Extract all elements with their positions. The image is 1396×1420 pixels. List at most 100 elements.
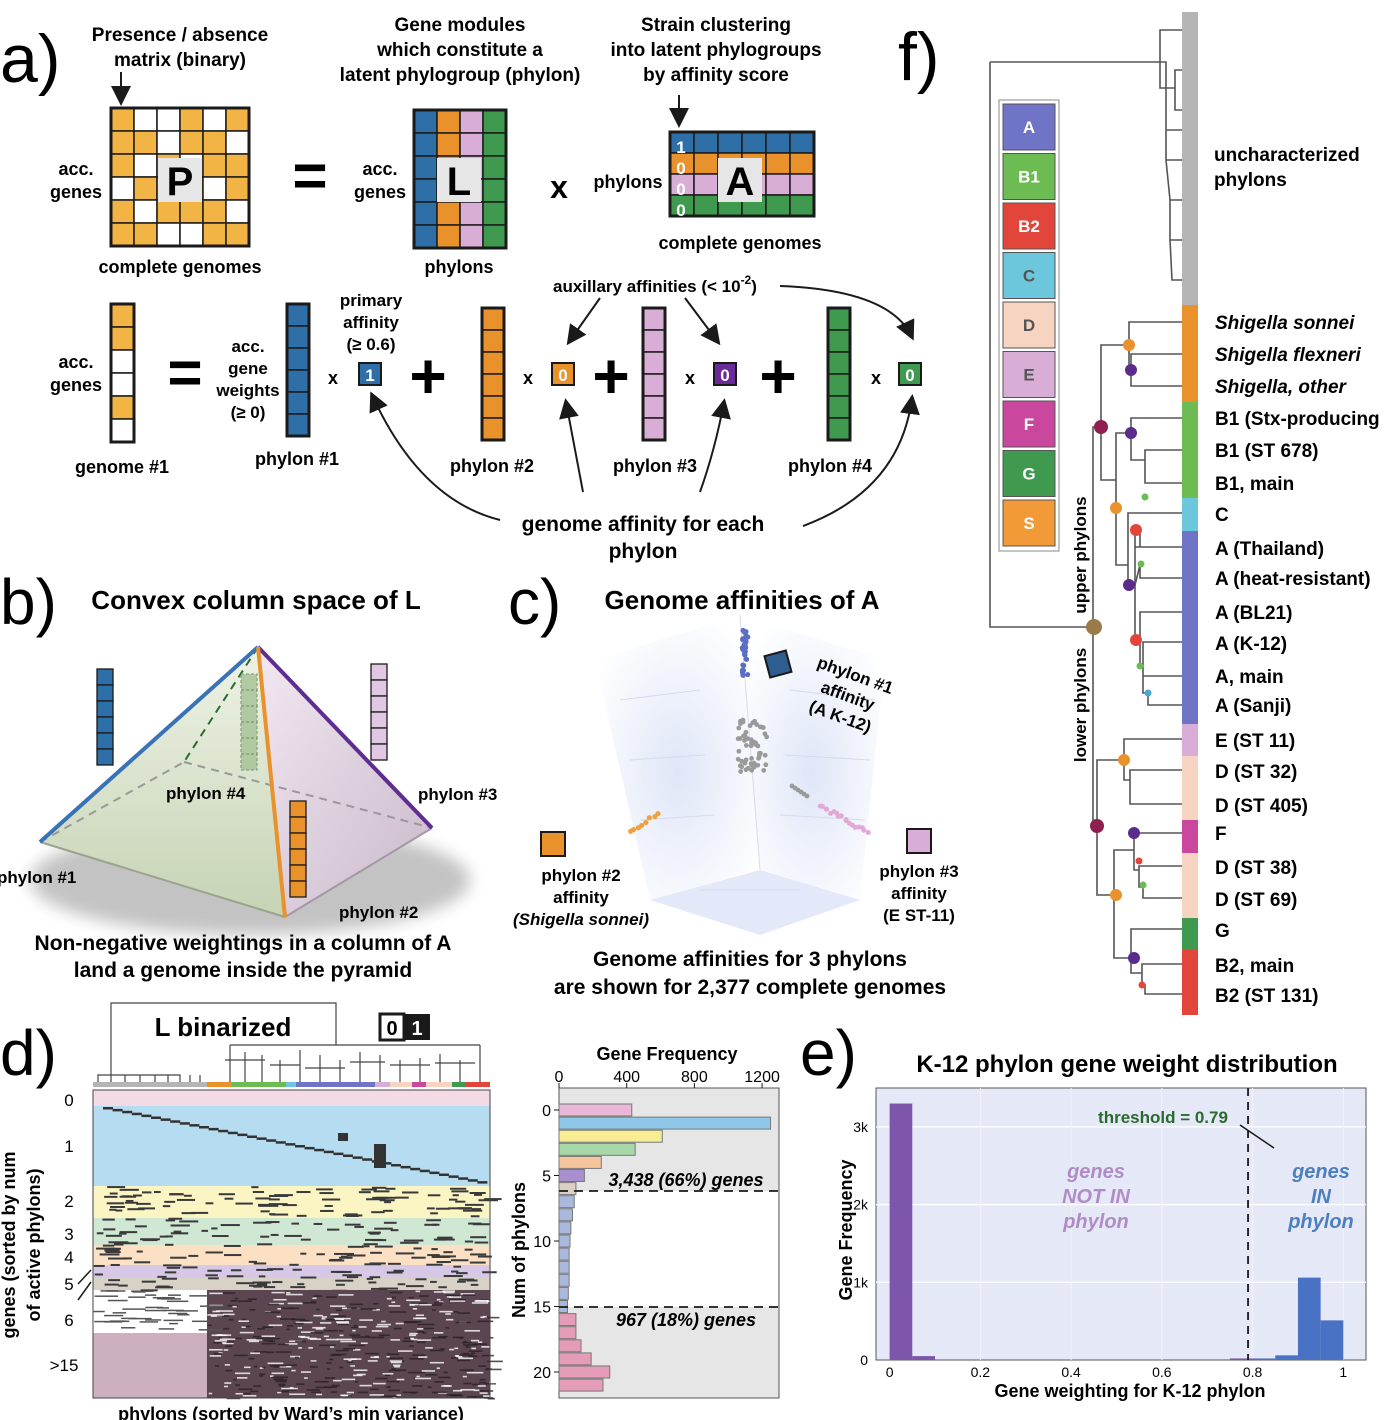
phylon-vector-cell [481, 373, 505, 397]
panel-a: a) Presence / absence matrix (binary) Ge… [0, 15, 922, 563]
heatmap-cell [122, 1110, 133, 1114]
heatmap-cell [412, 1354, 426, 1356]
tree-node [1123, 579, 1135, 591]
heatmap-cell [306, 1389, 320, 1391]
tree-leaf-label: G [1215, 921, 1230, 942]
heatmap-cell [164, 1200, 176, 1203]
heatmap-cell [224, 1197, 234, 1200]
genome-border [109, 302, 136, 444]
heatmap-cell [393, 1327, 402, 1330]
scatter-point-p2 [630, 827, 637, 833]
heatmap-cell [425, 1347, 433, 1349]
tree-leaf-label: A (heat-resistant) [1215, 569, 1371, 590]
phylon-label-4: phylon #4 [788, 456, 872, 476]
scatter-point-mixed [737, 736, 743, 741]
heatmap-cell [164, 1271, 177, 1274]
l-cell [436, 109, 461, 134]
l-cell [482, 109, 507, 134]
heatmap-cell [289, 1386, 294, 1389]
heatmap-cell [144, 1294, 157, 1296]
a-cell [765, 131, 791, 154]
heatmap-cell [286, 1325, 294, 1327]
heatmap-cell [453, 1311, 459, 1313]
heatmap-cell [379, 1287, 399, 1290]
heatmap-cell [300, 1331, 315, 1333]
heatmap-cell [124, 1201, 138, 1204]
heatmap-cell [409, 1345, 414, 1348]
pyramid-vector-cell [96, 716, 114, 734]
heatmap-cell [189, 1295, 210, 1297]
in-line2: IN [1311, 1186, 1332, 1208]
heatmap-cell [364, 1397, 371, 1400]
heatmap-cell [274, 1379, 288, 1381]
heatmap-cell [270, 1213, 289, 1216]
heatmap-cell [390, 1361, 402, 1364]
affinity-scatter [628, 627, 871, 835]
hist-bar [558, 1247, 570, 1261]
a-cell [789, 152, 815, 175]
heatmap-cell [244, 1366, 251, 1369]
hist-bar [558, 1352, 592, 1366]
heatmap-cell [169, 1322, 179, 1325]
heatmap-cell [163, 1319, 184, 1322]
heatmap-cell [438, 1286, 447, 1289]
heatmap-cell [329, 1258, 342, 1261]
phylon-vector-cell [642, 351, 666, 375]
p-cell [133, 107, 158, 132]
heatmap-border [92, 1089, 491, 1399]
heatmap-cell [207, 1314, 225, 1316]
heatmap-cell [379, 1199, 395, 1202]
heatmap-cell [93, 1264, 105, 1267]
heatmap-cell [345, 1320, 349, 1323]
heatmap-cell [470, 1236, 487, 1239]
tree-node [1136, 662, 1144, 670]
heatmap-cell [456, 1359, 471, 1362]
heatmap-cell [105, 1234, 122, 1237]
a-border [668, 130, 816, 218]
a-first-col-0: 1 [676, 138, 685, 157]
heatmap-cell [369, 1232, 380, 1235]
panel-e-title: K-12 phylon gene weight distribution [916, 1051, 1337, 1078]
tree-node [1125, 364, 1137, 376]
p-cell [225, 107, 250, 132]
phylon-vector-cell [827, 417, 851, 441]
e-y-tick-label: 3k [853, 1119, 869, 1135]
heatmap-cell [369, 1394, 385, 1396]
heatmap-cell [115, 1209, 123, 1212]
tree-node [1110, 502, 1122, 514]
tree-node [1135, 857, 1143, 865]
heatmap-cell [158, 1328, 175, 1330]
heatmap-cell [241, 1326, 246, 1328]
heatmap-cell [389, 1360, 403, 1362]
l-matrix-letter: L [447, 160, 471, 204]
heatmap-cell [222, 1292, 236, 1294]
heatmap-cell [214, 1340, 228, 1342]
heatmap-cell [465, 1346, 471, 1348]
heatmap-cell [438, 1335, 448, 1338]
heatmap-cell [340, 1255, 348, 1258]
heatmap-cell [346, 1254, 366, 1257]
tree-color-strip [1182, 402, 1198, 498]
a-cell [765, 194, 791, 217]
heatmap-cell [470, 1253, 487, 1256]
heatmap-cell [385, 1187, 396, 1190]
heatmap-cell [370, 1251, 382, 1254]
genome-label: genome #1 [75, 457, 169, 477]
heatmap-cell [339, 1334, 344, 1337]
heatmap-cell [223, 1313, 235, 1316]
heatmap-group-strip [375, 1082, 390, 1087]
heatmap-cell [253, 1351, 268, 1353]
heatmap-cell [449, 1198, 458, 1201]
panel-c-caption-line2: are shown for 2,377 complete genomes [554, 976, 946, 999]
heatmap-cell [316, 1253, 325, 1256]
heatmap-cell [471, 1343, 488, 1345]
phylon-vector-cell [827, 351, 851, 375]
heatmap-cell [459, 1354, 474, 1356]
heatmap-cell [162, 1205, 171, 1208]
heatmap-cell [242, 1318, 246, 1321]
heatmap-cell [388, 1305, 394, 1307]
heatmap-cell [122, 1195, 132, 1198]
heatmap-cell [458, 1357, 473, 1360]
